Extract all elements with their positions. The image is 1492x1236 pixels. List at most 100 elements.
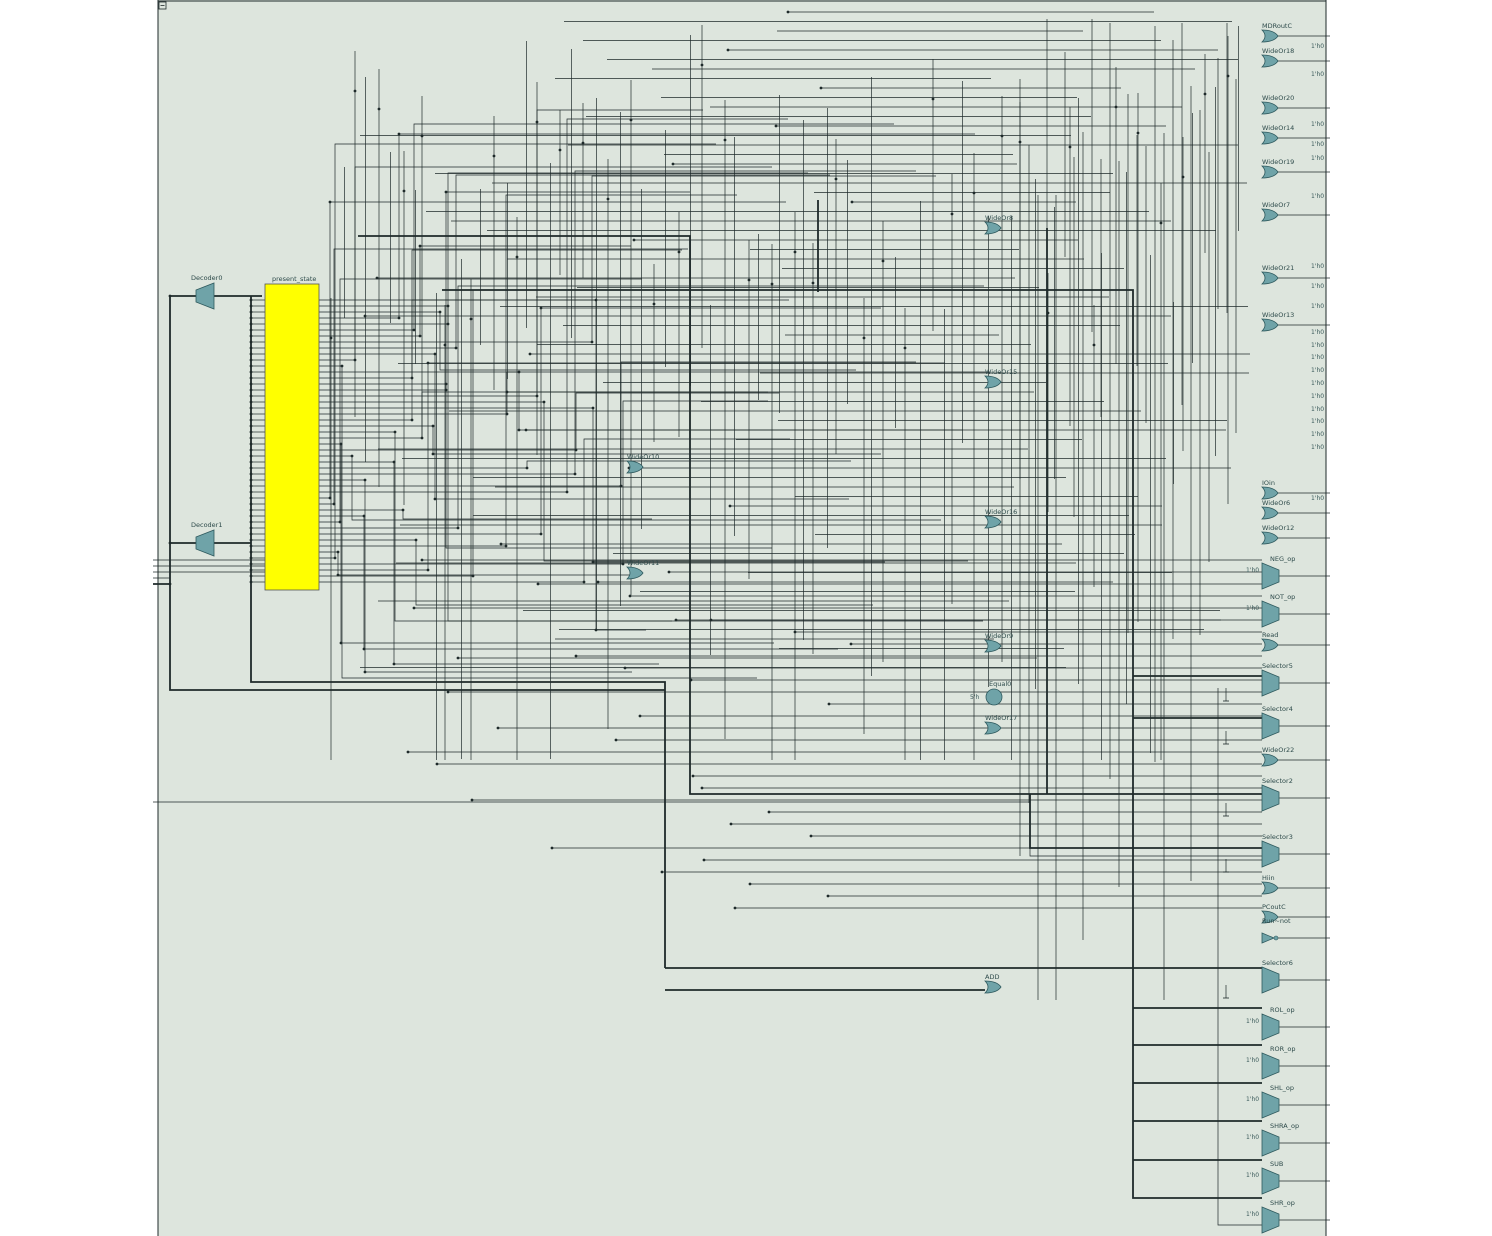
or-gate-shape[interactable] [1261,131,1279,145]
right-gate-2[interactable]: WideOr20 [1261,94,1294,115]
mux-shape[interactable] [1261,1013,1280,1041]
right-gate-6[interactable]: WideOr21 [1261,264,1294,285]
decoder-0[interactable]: Decoder0 [191,274,223,310]
or-gate-shape[interactable] [1261,271,1279,285]
mux-0[interactable]: NEG_op1'h0 [1246,555,1295,590]
right-gate-8[interactable]: IOin [1261,479,1279,500]
wire [319,392,779,451]
or-gate-shape[interactable] [984,639,1002,653]
or-gate-shape[interactable] [1261,531,1279,545]
or-gate-shape[interactable] [984,375,1002,389]
mux-shape[interactable] [1261,669,1280,697]
mux-shape[interactable] [1261,1167,1280,1195]
or-gate-shape[interactable] [984,515,1002,529]
mux-14[interactable]: SHL_op1'h0 [1246,1084,1294,1119]
mux-shape[interactable] [1261,881,1279,895]
decoder-1[interactable]: Decoder1 [191,521,223,557]
mux-shape[interactable] [1261,638,1279,652]
mux-1[interactable]: NOT_op1'h0 [1246,593,1295,628]
mux-15[interactable]: SHRA_op1'h0 [1246,1122,1299,1157]
mux-shape[interactable] [1261,562,1280,590]
center-gate-0[interactable]: WideOr8 [984,214,1013,235]
or-gate-shape[interactable] [1261,486,1279,500]
mux-3[interactable]: Selector5 [1223,662,1293,702]
mux-shape[interactable] [1261,784,1280,812]
junction-dot [392,662,396,666]
mux-13[interactable]: ROR_op1'h0 [1246,1045,1296,1080]
mux-12[interactable]: ROL_op1'h0 [1246,1006,1295,1041]
or-gate-shape[interactable] [984,721,1002,735]
center-gate-6[interactable]: ADD [984,973,1002,994]
junction-dot [249,496,253,500]
edge-const-label: 1'h0 [1311,263,1324,270]
center-gate-5[interactable]: WideOr17 [984,714,1017,735]
or-gate-shape[interactable] [1261,54,1279,68]
junction-dot [249,550,253,554]
or-gate-shape[interactable] [984,221,1002,235]
junction-dot [1114,105,1118,109]
mux-6[interactable]: Selector2 [1223,777,1293,817]
state-register[interactable]: present_state [264,275,320,591]
or-gate-shape[interactable] [1261,101,1279,115]
right-gate-7[interactable]: WideOr13 [1261,311,1294,332]
or-gate-shape[interactable] [626,566,644,580]
mux-shape[interactable] [1261,840,1280,868]
junction-dot [594,628,598,632]
mux-shape[interactable] [1261,600,1280,628]
center-gate-3[interactable]: WideOr9 [984,632,1013,653]
or-gate-shape[interactable] [1261,29,1279,43]
mux-shape[interactable] [1261,932,1276,944]
or-gate-shape[interactable] [1261,318,1279,332]
right-gate-9[interactable]: WideOr6 [1261,499,1290,520]
bus-wire [250,296,666,968]
right-gate-1[interactable]: WideOr18 [1261,47,1294,68]
mux-8[interactable]: Hiin [1261,874,1279,895]
mux-shape[interactable] [1261,1129,1280,1157]
or-gate-shape[interactable] [626,460,644,474]
collapse-square-icon[interactable] [158,1,167,10]
mid-gate-0[interactable]: WideOr10 [626,453,659,474]
mux-shape[interactable] [1261,966,1280,994]
or-gate-shape[interactable] [1261,165,1279,179]
or-gate-shape[interactable] [1261,506,1279,520]
right-gate-0[interactable]: MDRoutC [1261,22,1292,43]
junction-dot [249,352,253,356]
mux-10[interactable]: Run~not [1261,917,1291,944]
junction-dot [353,89,357,93]
mux-shape[interactable] [1261,712,1280,740]
junction-dot [972,191,976,195]
decoder-shape[interactable] [195,529,215,557]
state-register-block[interactable] [264,283,320,591]
mux-17[interactable]: SHR_op1'h0 [1246,1199,1295,1234]
mux-9[interactable]: PCoutC [1261,903,1286,924]
bus-wire [442,289,1262,1199]
decoder-shape[interactable] [195,282,215,310]
mux-11[interactable]: Selector6 [1223,959,1293,999]
mux-4[interactable]: Selector4 [1223,705,1293,745]
junction-dot [614,738,618,742]
center-gate-1[interactable]: WideOr15 [984,368,1017,389]
mux-5[interactable]: WideOr22 [1261,746,1294,767]
junction-dot [328,496,332,500]
or-gate-shape[interactable] [984,980,1002,994]
equal-comparator-shape[interactable] [985,688,1003,706]
right-gate-3[interactable]: WideOr14 [1261,124,1294,145]
center-gate-2[interactable]: WideOr16 [984,508,1017,529]
or-gate-shape[interactable] [1261,208,1279,222]
right-gate-4[interactable]: WideOr19 [1261,158,1294,179]
mux-7[interactable]: Selector3 [1223,833,1293,873]
junction-dot [363,670,367,674]
mux-2[interactable]: Read [1261,631,1279,652]
right-gate-5[interactable]: WideOr7 [1261,201,1290,222]
right-gate-10[interactable]: WideOr12 [1261,524,1294,545]
mux-shape[interactable] [1261,1206,1280,1234]
mux-shape[interactable] [1261,753,1279,767]
mid-gate-1[interactable]: WideOr11 [626,559,659,580]
junction-dot [1046,311,1050,315]
junction-dot [1136,131,1140,135]
mux-shape[interactable] [1261,1091,1280,1119]
mux-shape[interactable] [1261,1052,1280,1080]
mux-shape[interactable] [1261,910,1279,924]
